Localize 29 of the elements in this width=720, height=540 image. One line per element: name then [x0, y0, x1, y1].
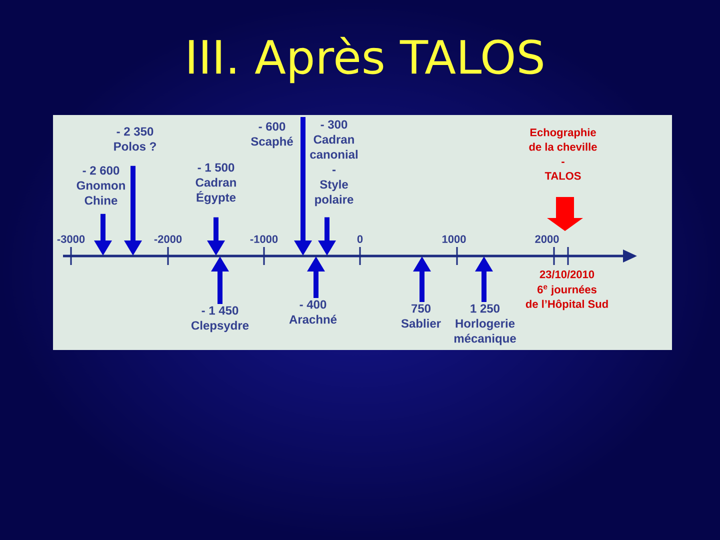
event-label: 750 Sablier [401, 304, 441, 328]
arrow [294, 117, 312, 256]
arrow [211, 256, 229, 304]
event-label: - 2 600 Gnomon Chine [76, 166, 125, 205]
tick-label: -3000 [57, 235, 85, 243]
event-label: Echographie de la cheville - TALOS [529, 128, 597, 180]
tick-label: 1000 [442, 235, 466, 243]
arrow [413, 256, 431, 302]
arrow [207, 217, 225, 256]
date-note: 6$^{e}$ journées de l’Hôpital Sud [526, 285, 608, 310]
arrow [307, 256, 325, 298]
block-arrow [547, 196, 583, 231]
event-label: 1 250 Horlogerie mécanique [454, 304, 516, 346]
event-label: - 1 450 Clepsydre [191, 306, 249, 332]
tick-label: 0 [357, 235, 363, 243]
date-note: 23/10/2010 [540, 270, 594, 278]
tick-label: -1000 [250, 235, 278, 243]
tick-label: 2000 [535, 235, 559, 243]
arrow [318, 217, 336, 256]
title: III. Après TALOS [189, 36, 543, 84]
event-label: - 600 Scaphé [251, 122, 293, 148]
event-label: - 1 500 Cadran Égypte [196, 163, 236, 204]
event-label: - 2 350 Polos ? [114, 127, 156, 151]
tick-label: -2000 [154, 235, 182, 243]
arrow [124, 166, 142, 256]
arrow [94, 214, 112, 256]
arrow [475, 256, 493, 302]
event-label: - 300 Cadran canonial - Style polaire [310, 120, 358, 206]
event-label: - 400 Arachné [289, 300, 337, 324]
